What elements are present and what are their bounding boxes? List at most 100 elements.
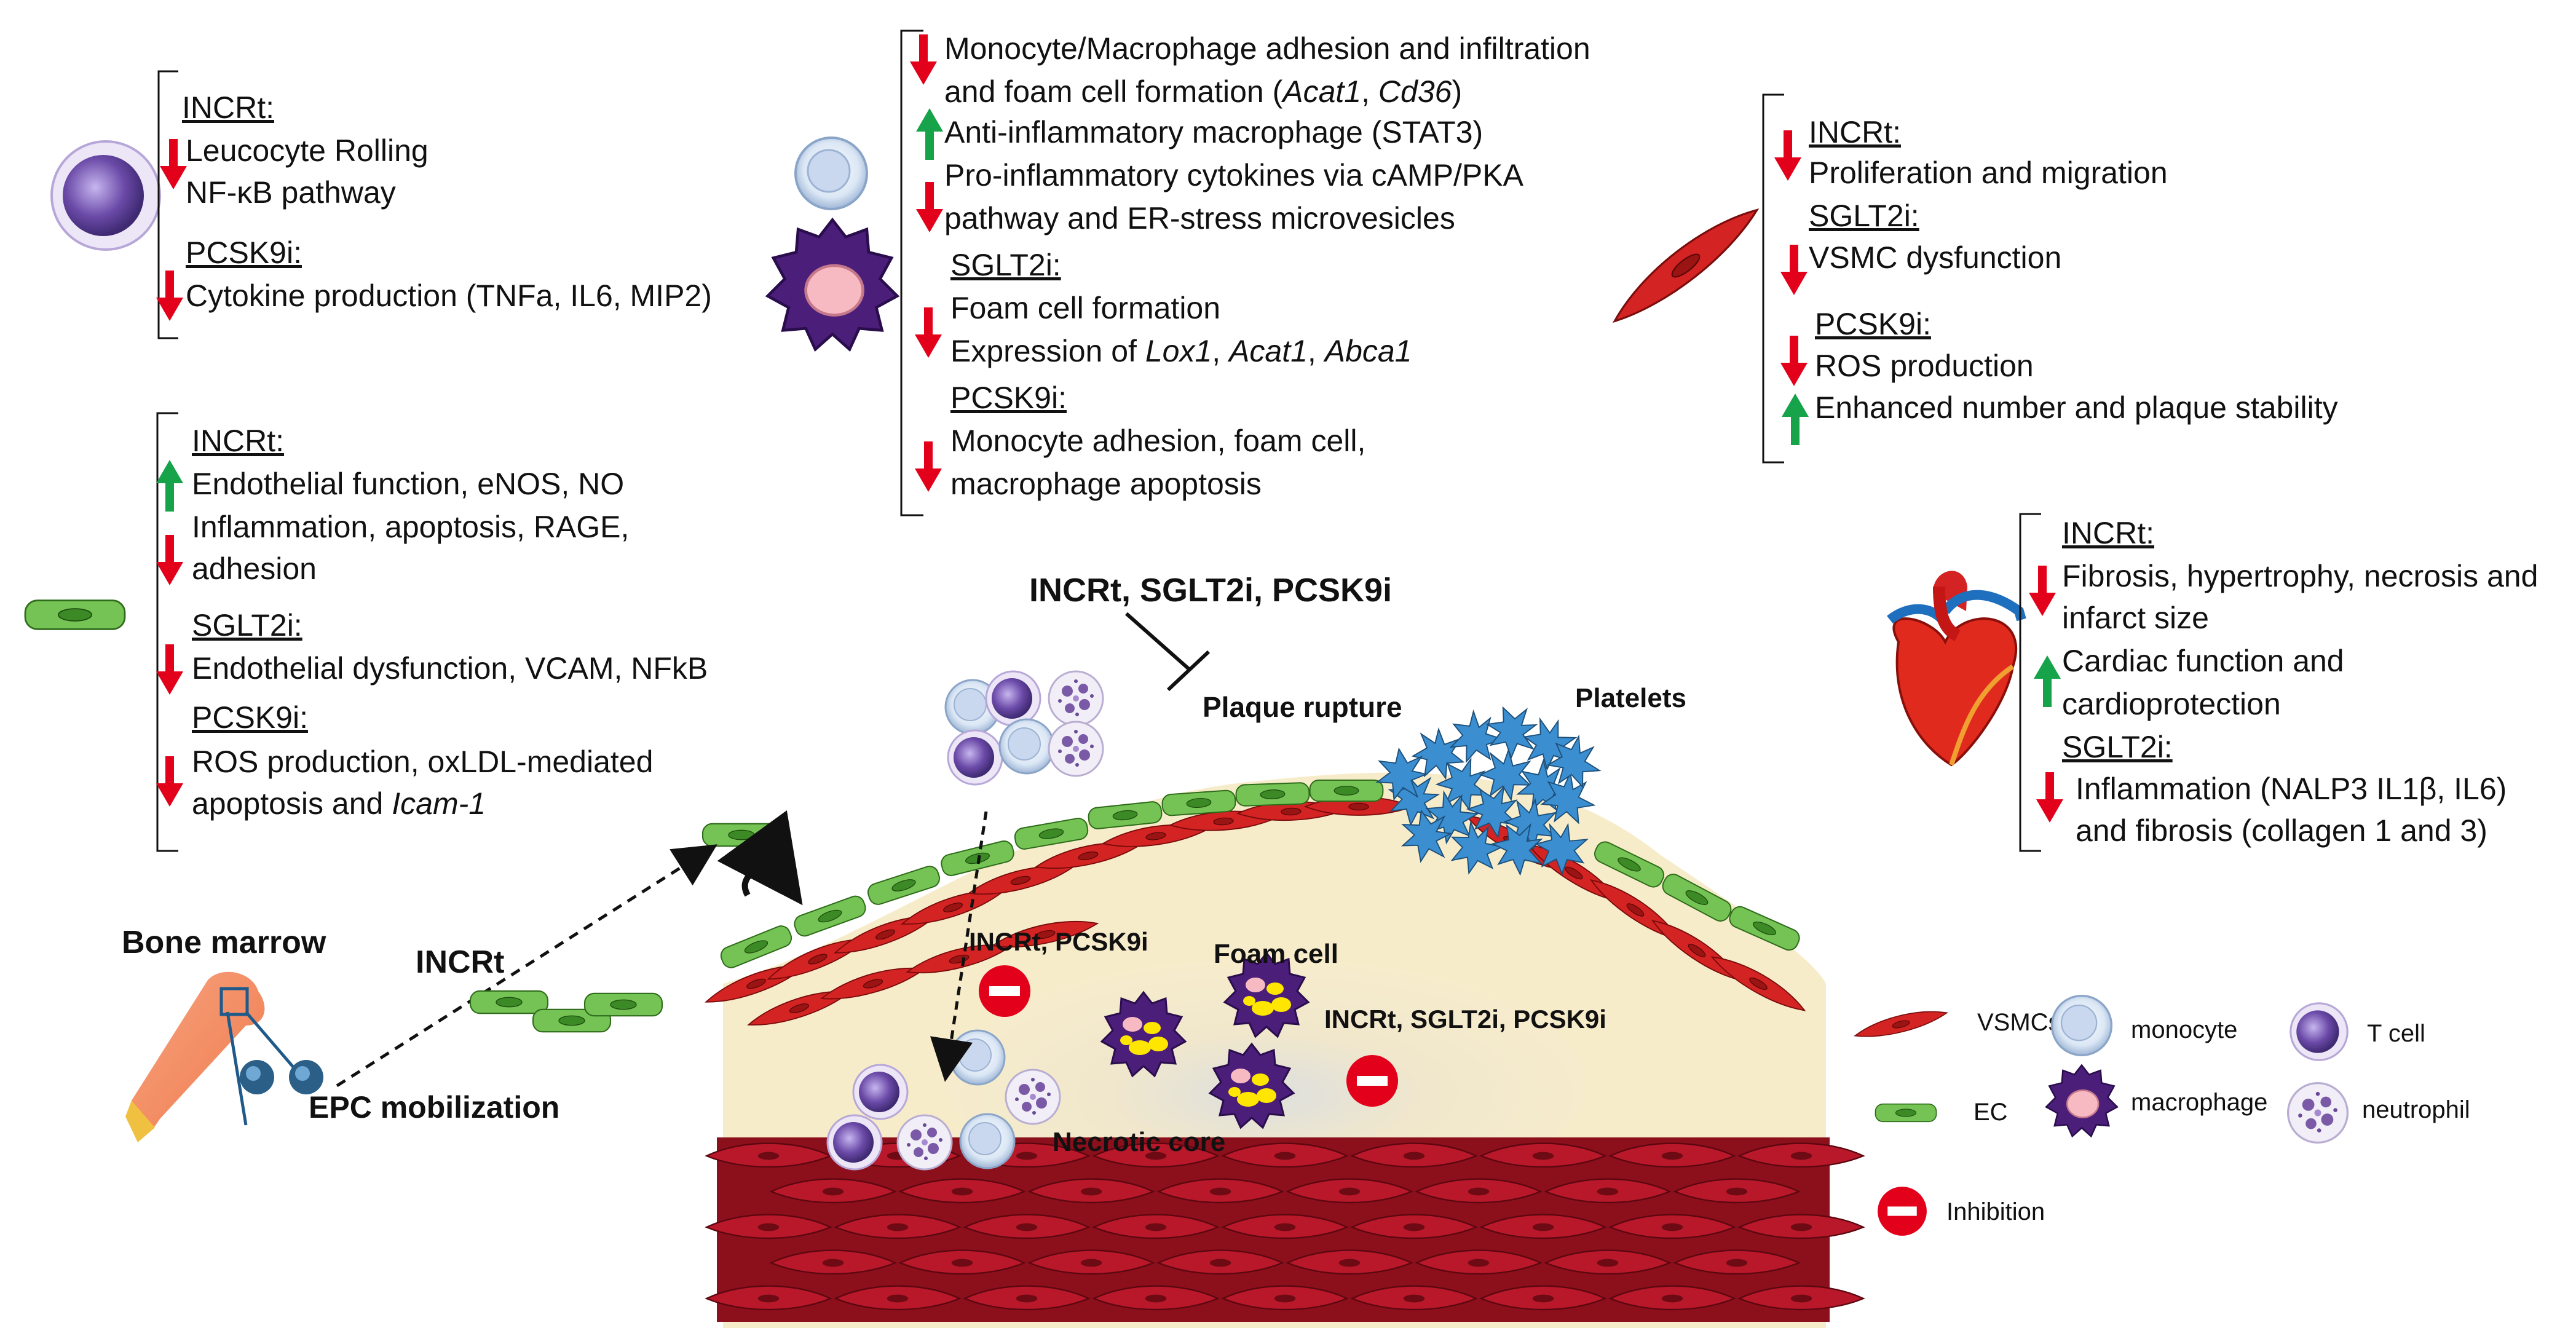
leukocyte-pcsk9i-line1: Cytokine production (TNFa, IL6, MIP2) [186, 279, 712, 313]
down-arrow-icon [156, 644, 183, 695]
media-vsmc-cell [963, 1285, 1091, 1311]
plaque-rupture-label: Plaque rupture [1203, 691, 1402, 723]
t-cell-icon [826, 1114, 883, 1171]
bracket [1762, 93, 1784, 464]
macrophage-sglt2i-line1: Foam cell formation [950, 291, 1220, 325]
media-vsmc-cell [769, 1178, 897, 1204]
up-arrow-icon [916, 108, 943, 160]
neutrophil-icon [1048, 721, 1104, 777]
down-arrow-icon [160, 139, 187, 189]
media-vsmc-cell [1027, 1249, 1155, 1275]
vsmc-panel: INCRt: Proliferation and migration SGLT2… [1603, 93, 2338, 464]
macrophage-pcsk9i-line1: Monocyte adhesion, foam cell, [950, 424, 1365, 458]
macrophage-sglt2i-line2: Expression of Lox1, Acat1, Abca1 [950, 334, 1412, 368]
legend-vsmcs-label: VSMCs [1977, 1009, 2061, 1036]
media-vsmc-cell [1156, 1178, 1284, 1204]
neutrophil-icon [1005, 1069, 1061, 1125]
curved-arrow [717, 810, 803, 906]
heart-sglt2i-line2: and fibrosis (collagen 1 and 3) [2076, 813, 2487, 848]
down-arrow-icon [1780, 336, 1808, 386]
heart-incrt-line1: Fibrosis, hypertrophy, necrosis and [2062, 559, 2538, 593]
epc-mobilization-arrow [336, 844, 717, 1088]
media-vsmc-cell [1415, 1178, 1543, 1204]
vsmc-pcsk9i-line2: Enhanced number and plaque stability [1815, 390, 2338, 425]
leukocyte-incrt-line1: Leucocyte Rolling [186, 133, 429, 168]
macrophage-line5: pathway and ER-stress microvesicles [944, 201, 1455, 235]
bracket [157, 70, 178, 339]
vsmc-sglt2i-header: SGLT2i: [1809, 199, 1919, 233]
epc-mobilization-label: EPC mobilization [309, 1090, 559, 1125]
media-vsmc-cell [1544, 1178, 1672, 1204]
media-vsmc-cell [1415, 1249, 1543, 1275]
media-vsmc-cell [1737, 1214, 1865, 1239]
down-arrow-icon [910, 34, 937, 85]
neutrophil-icon [1048, 670, 1104, 727]
up-arrow-icon [1782, 393, 1809, 445]
platelets-label: Platelets [1575, 683, 1686, 713]
endothelial-pcsk9i-header: PCSK9i: [192, 700, 308, 735]
inhibition-icon [979, 965, 1030, 1017]
label-necrotic-core: Necrotic core [1053, 1127, 1225, 1157]
neutrophil-icon [896, 1114, 953, 1171]
treatments-label: INCRt, SGLT2i, PCSK9i [1029, 572, 1392, 609]
media-vsmc-cell [1092, 1285, 1220, 1311]
vsmc-icon [1603, 196, 1767, 334]
down-arrow-icon [2036, 772, 2063, 823]
media-vsmc-cell [1350, 1285, 1478, 1311]
media-vsmc-cell [1221, 1214, 1349, 1239]
endothelial-cell-icon [24, 599, 126, 630]
legend-monocyte-icon [2050, 994, 2113, 1057]
artery-section: INCRt, PCSK9i Foam cell INCRt, SGLT2i, P… [702, 670, 1865, 1328]
incrt-label: INCRt [416, 944, 504, 980]
leukocyte-pcsk9i-header: PCSK9i: [186, 235, 302, 270]
legend-vsmc-icon [1852, 1003, 1950, 1044]
media-vsmc-cell [1221, 1142, 1349, 1168]
media-vsmc-cell [1737, 1142, 1865, 1168]
heart-icon [1887, 571, 2026, 767]
endothelial-pcsk9i-line2: apoptosis and Icam-1 [192, 786, 486, 821]
media-vsmc-cell [1027, 1178, 1155, 1204]
macrophage-line4: Pro-inflammatory cytokines via cAMP/PKA [944, 158, 1524, 192]
label-incrt-pcsk9i: INCRt, PCSK9i [969, 927, 1148, 956]
legend-inhibition-label: Inhibition [1946, 1198, 2045, 1225]
heart-incrt-line2: infarct size [2062, 601, 2209, 635]
endothelial-cell-icon [469, 990, 549, 1014]
down-arrow-icon [1780, 245, 1808, 295]
legend-neutrophil-label: neutrophil [2362, 1096, 2470, 1123]
endothelial-incrt-line2: Inflammation, apoptosis, RAGE, [192, 510, 629, 544]
endothelial-cell-icon [583, 992, 663, 1017]
endothelial-sglt2i-line1: Endothelial dysfunction, VCAM, NFkB [192, 651, 708, 686]
down-arrow-icon [915, 441, 942, 492]
up-arrow-icon [2034, 655, 2061, 707]
media-vsmc-cell [1673, 1178, 1801, 1204]
down-arrow-icon [156, 535, 183, 585]
vsmc-sglt2i-line1: VSMC dysfunction [1809, 240, 2061, 275]
macrophage-panel: Monocyte/Macrophage adhesion and infiltr… [768, 30, 1590, 516]
heart-incrt-header: INCRt: [2062, 516, 2154, 550]
heart-panel: INCRt: Fibrosis, hypertrophy, necrosis a… [1887, 513, 2538, 852]
media-vsmc-cell [1737, 1285, 1865, 1311]
t-cell-icon [852, 1064, 909, 1120]
bracket [2019, 513, 2041, 852]
media-vsmc-cell [898, 1249, 1026, 1275]
inhibition-line [1125, 612, 1211, 692]
media-vsmc-cell [705, 1214, 832, 1239]
media-vsmc-cells [705, 1142, 1865, 1311]
epc-cell-icon [289, 1060, 323, 1094]
endothelial-panel: INCRt: Endothelial function, eNOS, NO In… [24, 412, 708, 852]
legend-monocyte-label: monocyte [2131, 1016, 2237, 1043]
leukocyte-panel: INCRt: Leucocyte Rolling NF-κB pathway P… [50, 70, 712, 339]
bone-icon [125, 971, 307, 1142]
legend-ec-icon [1875, 1103, 1937, 1123]
inhibition-icon [1346, 1055, 1398, 1107]
legend-ec-label: EC [1973, 1099, 2008, 1126]
endothelial-cell [1235, 781, 1310, 807]
t-cell-icon [50, 140, 161, 251]
media-vsmc-cell [963, 1214, 1091, 1239]
legend-inhibition-icon [1878, 1187, 1927, 1236]
media-vsmc-cell [834, 1214, 962, 1239]
bone-marrow-group: Bone marrow INCRt EPC mobilization [122, 925, 663, 1142]
endothelial-pcsk9i-line1: ROS production, oxLDL-mediated [192, 745, 653, 779]
down-arrow-icon [1774, 130, 1801, 181]
